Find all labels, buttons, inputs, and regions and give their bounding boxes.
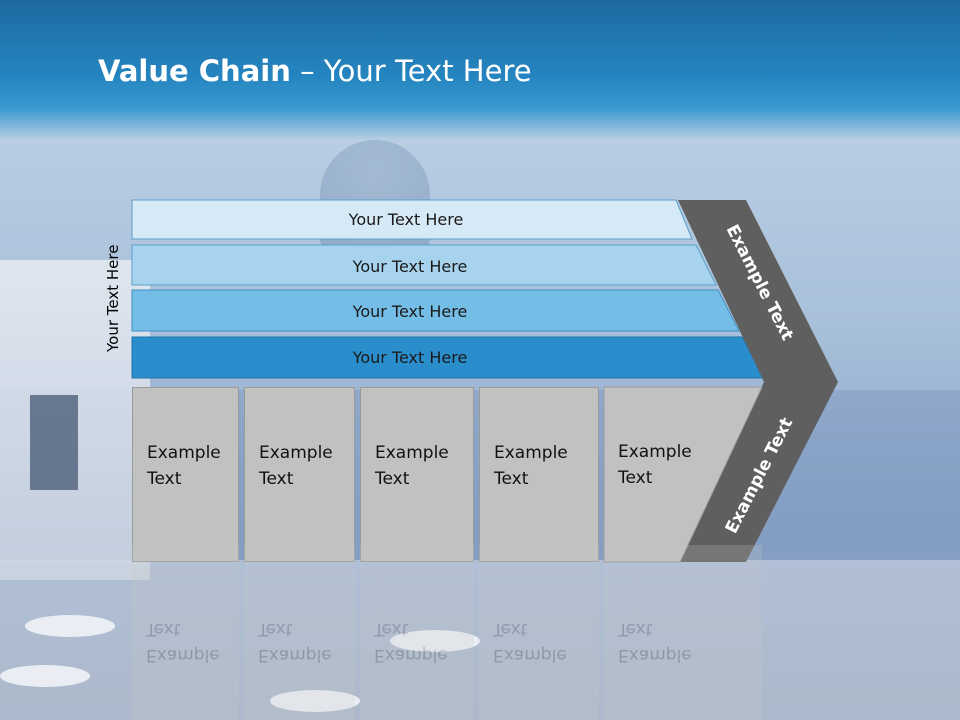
column-3-line2: Text bbox=[375, 469, 410, 489]
bar-1-shape bbox=[131, 199, 693, 240]
background-window bbox=[30, 395, 78, 490]
background-table bbox=[270, 690, 360, 712]
bar-3: Your Text Here bbox=[132, 292, 700, 330]
column-5: Example Text bbox=[604, 387, 762, 562]
bar-1-label: Your Text Here bbox=[348, 209, 464, 229]
chevron-arrow bbox=[678, 200, 838, 562]
column-2-line2: Text bbox=[259, 469, 294, 489]
column-1: Example Text bbox=[132, 387, 239, 562]
title-bar bbox=[0, 0, 960, 140]
column-3-line1: Example bbox=[375, 443, 449, 463]
bar-2-shape bbox=[131, 244, 717, 286]
column-2-line1: Example bbox=[259, 443, 333, 463]
column-3: Example Text bbox=[360, 387, 474, 562]
background-table bbox=[0, 665, 90, 687]
title-rest-part: – Your Text Here bbox=[290, 54, 532, 88]
column-1-line2: Text bbox=[147, 469, 182, 489]
column-1-line1: Example bbox=[147, 443, 221, 463]
slide-title: Value Chain – Your Text Here bbox=[98, 54, 532, 88]
column-2: Example Text bbox=[244, 387, 355, 562]
bar-3-shape bbox=[131, 289, 740, 332]
column-5-shape bbox=[603, 386, 763, 563]
title-bold-part: Value Chain bbox=[98, 54, 291, 88]
column-5-line1: Example bbox=[618, 442, 692, 462]
bar-2: Your Text Here bbox=[132, 247, 700, 285]
column-4: Example Text bbox=[479, 387, 599, 562]
bar-3-label: Your Text Here bbox=[352, 301, 468, 321]
bar-2-label: Your Text Here bbox=[352, 256, 468, 276]
background-table bbox=[390, 630, 480, 652]
column-4-line1: Example bbox=[494, 443, 568, 463]
background-terrace bbox=[0, 560, 960, 720]
bar-4: Your Text Here bbox=[132, 338, 700, 376]
background-table bbox=[25, 615, 115, 637]
column-5-line2: Text bbox=[618, 468, 653, 488]
bar-1: Your Text Here bbox=[132, 200, 692, 238]
bar-4-label: Your Text Here bbox=[352, 347, 468, 367]
column-4-line2: Text bbox=[494, 469, 529, 489]
